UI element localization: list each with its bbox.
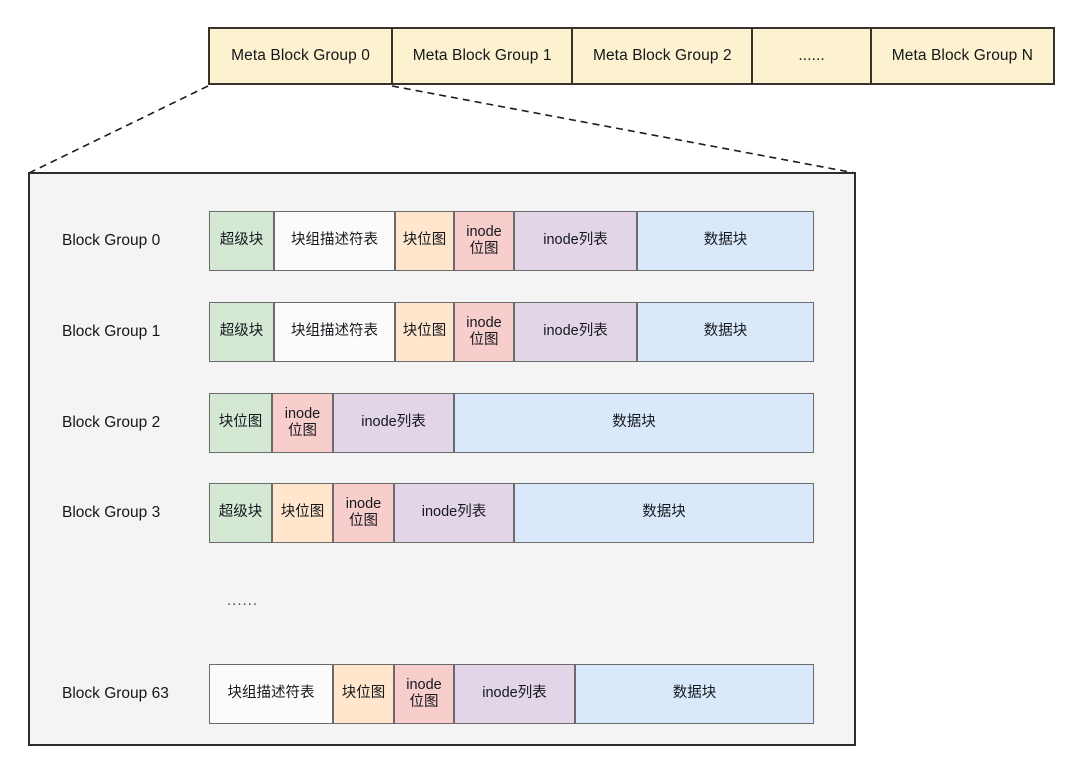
block-group-row-label: Block Group 63 — [62, 685, 169, 702]
block-group-segment: 超级块 — [209, 483, 272, 543]
block-group-segment: 数据块 — [514, 483, 814, 543]
block-group-segment: 数据块 — [637, 211, 814, 271]
block-group-segment: inode列表 — [454, 664, 575, 724]
block-group-ellipsis: ...... — [227, 592, 259, 609]
block-group-segment: 数据块 — [454, 393, 814, 453]
block-group-segment: 块位图 — [272, 483, 333, 543]
block-group-row-label: Block Group 1 — [62, 323, 161, 340]
block-group-segment: inode 位图 — [272, 393, 333, 453]
block-group-segment: 块组描述符表 — [209, 664, 333, 724]
meta-block-group-cell: Meta Block Group 1 — [393, 29, 574, 83]
meta-block-group-cell: Meta Block Group N — [871, 29, 1053, 83]
meta-block-group-cell: ...... — [753, 29, 872, 83]
block-group-segment: inode 位图 — [333, 483, 394, 543]
block-group-segment: 块组描述符表 — [274, 302, 395, 362]
block-group-row-label: Block Group 3 — [62, 504, 161, 521]
block-group-segment: 超级块 — [209, 211, 274, 271]
block-group-row-label: Block Group 2 — [62, 414, 161, 431]
block-group-segment: 块位图 — [333, 664, 394, 724]
meta-block-group-cell: Meta Block Group 2 — [573, 29, 754, 83]
block-group-segment: 块位图 — [209, 393, 272, 453]
block-group-segment: inode 位图 — [454, 211, 514, 271]
block-group-segment: 块位图 — [395, 211, 454, 271]
block-group-segment: 超级块 — [209, 302, 274, 362]
block-group-segment: inode列表 — [394, 483, 514, 543]
block-group-segment: 块位图 — [395, 302, 454, 362]
block-group-segment: inode列表 — [514, 302, 637, 362]
block-group-segment: 数据块 — [575, 664, 814, 724]
block-group-segment: inode 位图 — [394, 664, 454, 724]
block-group-segment: inode列表 — [514, 211, 637, 271]
block-group-segment: inode 位图 — [454, 302, 514, 362]
block-group-segment: 块组描述符表 — [274, 211, 395, 271]
meta-block-group-cell: Meta Block Group 0 — [210, 29, 394, 83]
block-group-row-label: Block Group 0 — [62, 232, 161, 249]
dashed-connector — [391, 85, 856, 174]
dashed-connector — [28, 85, 209, 174]
block-group-segment: inode列表 — [333, 393, 454, 453]
block-group-segment: 数据块 — [637, 302, 814, 362]
